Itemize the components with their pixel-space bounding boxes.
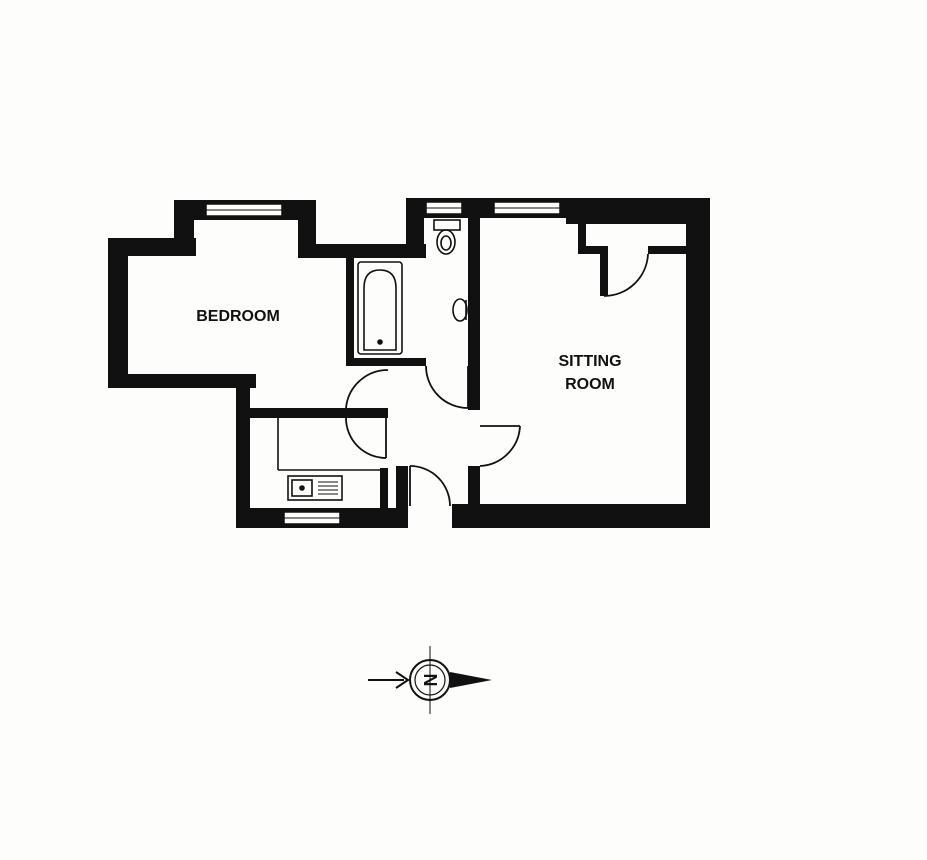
wall-bedroom-notch-right xyxy=(298,200,316,258)
opening-entrance xyxy=(408,508,452,528)
north-compass: N xyxy=(368,646,492,714)
wc-cistern xyxy=(433,219,461,231)
wall-bath-sitting xyxy=(468,218,480,410)
bathtub xyxy=(357,261,403,355)
door-swing-entrance xyxy=(409,465,451,507)
compass-letter: N xyxy=(420,674,440,687)
basin xyxy=(452,298,468,322)
wall-hall-left xyxy=(396,466,408,528)
wc-bowl xyxy=(436,229,456,255)
door-swing-bath xyxy=(425,365,469,409)
window-mullions xyxy=(206,207,560,519)
wall-cupboard-bottom-right xyxy=(648,246,686,254)
wall-cupboard-top xyxy=(566,218,686,224)
kitchen-sink xyxy=(287,475,343,501)
door-swing-bedroom xyxy=(345,369,389,409)
compass-feather xyxy=(395,671,410,689)
wall-hall-right xyxy=(468,466,480,508)
door-swing-kitchen xyxy=(345,417,387,459)
wall-bedroom-kitchen xyxy=(246,408,388,418)
wall-bath-left xyxy=(346,248,354,366)
bath-drain xyxy=(377,339,383,345)
wall-bedroom-left xyxy=(108,238,128,388)
room-label-bedroom: BEDROOM xyxy=(196,308,280,325)
bathtub-inner xyxy=(363,269,397,351)
sink-bowl xyxy=(291,479,313,497)
wall-kitchen-left xyxy=(236,374,250,528)
wall-cupboard-bottom xyxy=(578,246,604,254)
compass-arrow-head xyxy=(450,672,492,688)
wc-seat xyxy=(440,235,452,251)
wall-sitting-bottom xyxy=(452,504,710,528)
fixtures xyxy=(277,219,468,501)
room-label-sitting-room-line2: ROOM xyxy=(565,376,615,393)
wall-bedroom-bottom xyxy=(108,374,256,388)
door-swing-cupboard xyxy=(603,253,649,297)
room-label-sitting-room-line1: SITTING xyxy=(558,353,621,370)
wall-link-top xyxy=(298,244,426,258)
wall-sitting-right xyxy=(686,198,710,528)
wall-cupboard-jamb xyxy=(600,246,608,296)
doors xyxy=(345,253,649,507)
door-swing-sitting xyxy=(479,425,521,467)
wall-bath-bottom xyxy=(346,358,426,366)
wall-cupboard-left xyxy=(578,224,586,254)
wall-kitchen-right xyxy=(380,468,388,508)
